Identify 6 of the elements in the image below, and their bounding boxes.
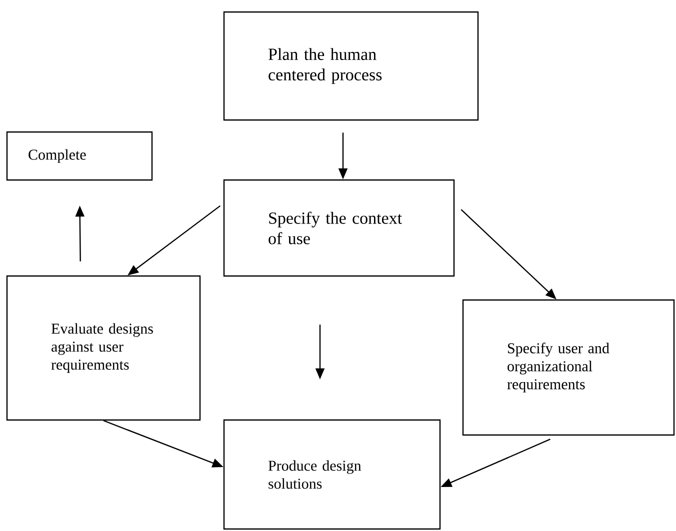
process-box: Produce design solutions	[223, 419, 441, 530]
process-box: Specify the context of use	[223, 179, 455, 277]
process-box: Plan the human centered process	[223, 11, 479, 121]
process-box: Complete	[6, 131, 153, 181]
process-box: Evaluate designs against user requirements	[6, 275, 201, 421]
process-box: Specify user and organizational requirements	[462, 299, 675, 436]
